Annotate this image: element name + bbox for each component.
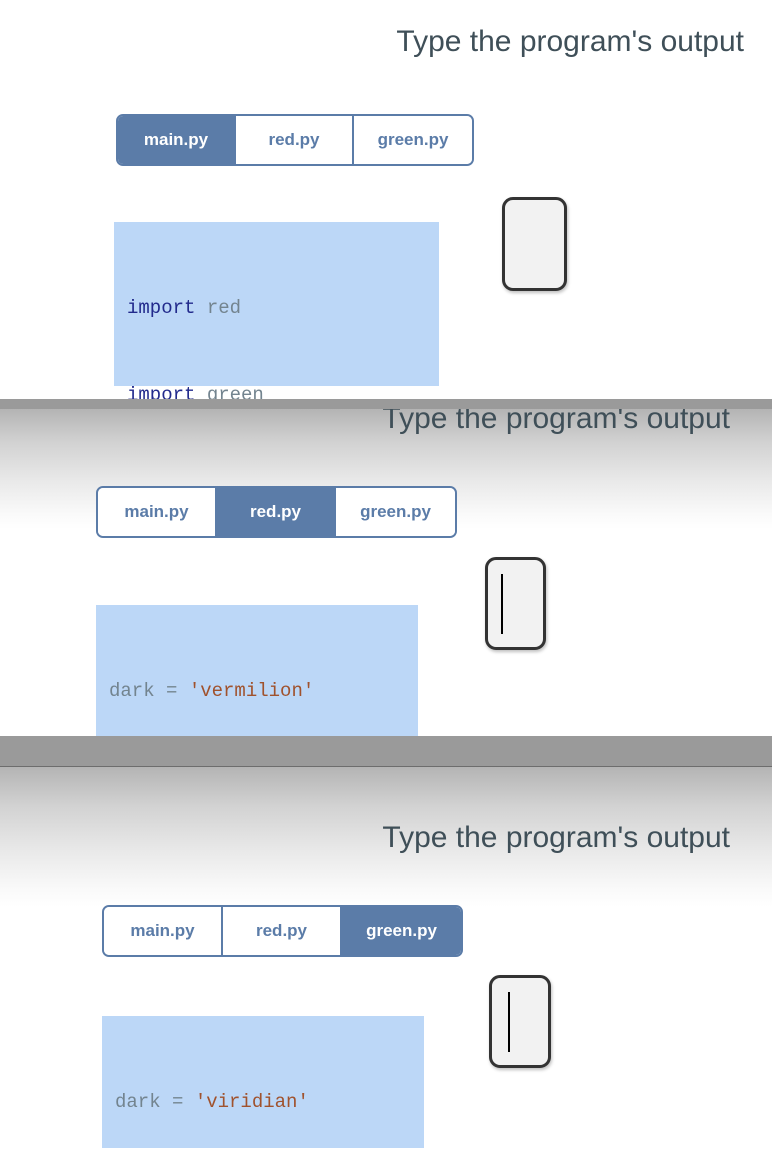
code-token: red (195, 297, 242, 319)
capture-divider-2-hairline (0, 766, 772, 767)
tab-red-py-2[interactable]: red.py (217, 488, 336, 536)
code-line: import red (127, 294, 423, 323)
code-line: dark = 'vermilion' (109, 677, 402, 706)
code-block-3: dark = 'viridian' bright = 'forest' medi… (102, 1016, 424, 1148)
capture-divider-1 (0, 399, 772, 409)
code-token-string: 'viridian' (194, 1091, 309, 1113)
file-tab-bar-2: main.py red.py green.py (96, 486, 457, 538)
code-line: dark = 'viridian' (115, 1088, 408, 1117)
code-token: green (195, 384, 264, 399)
code-token-keyword: import (127, 384, 196, 399)
text-caret-3 (508, 992, 510, 1052)
tab-red-py-1[interactable]: red.py (236, 116, 354, 164)
file-tab-bar-1: main.py red.py green.py (116, 114, 474, 166)
capture-panel-1: Type the program's output main.py red.py… (0, 0, 772, 399)
page-title-1: Type the program's output (396, 25, 744, 58)
code-token: dark = (109, 680, 189, 702)
code-token-string: 'vermilion' (188, 680, 315, 702)
answer-input-1[interactable] (502, 197, 567, 291)
capture-divider-2 (0, 736, 772, 766)
code-line: import green (127, 381, 423, 399)
code-token-keyword: import (127, 297, 196, 319)
answer-input-2[interactable] (485, 557, 546, 650)
answer-input-3[interactable] (489, 975, 551, 1068)
capture-panel-2: Type the program's output main.py red.py… (0, 409, 772, 736)
code-block-1: import red import green print(red.medium… (114, 222, 439, 399)
tab-main-py-1[interactable]: main.py (118, 116, 236, 164)
capture-panel-3: Type the program's output main.py red.py… (0, 767, 772, 1162)
code-block-2: dark = 'vermilion' bright = 'crimson' me… (96, 605, 418, 736)
tab-main-py-2[interactable]: main.py (98, 488, 217, 536)
page-title-2: Type the program's output (382, 409, 730, 435)
code-token: dark = (115, 1091, 195, 1113)
tab-red-py-3[interactable]: red.py (223, 907, 342, 955)
page-title-3: Type the program's output (382, 821, 730, 854)
text-caret-2 (501, 574, 503, 634)
tab-green-py-2[interactable]: green.py (336, 488, 455, 536)
tab-main-py-3[interactable]: main.py (104, 907, 223, 955)
tab-green-py-3[interactable]: green.py (342, 907, 461, 955)
tab-green-py-1[interactable]: green.py (354, 116, 472, 164)
file-tab-bar-3: main.py red.py green.py (102, 905, 463, 957)
